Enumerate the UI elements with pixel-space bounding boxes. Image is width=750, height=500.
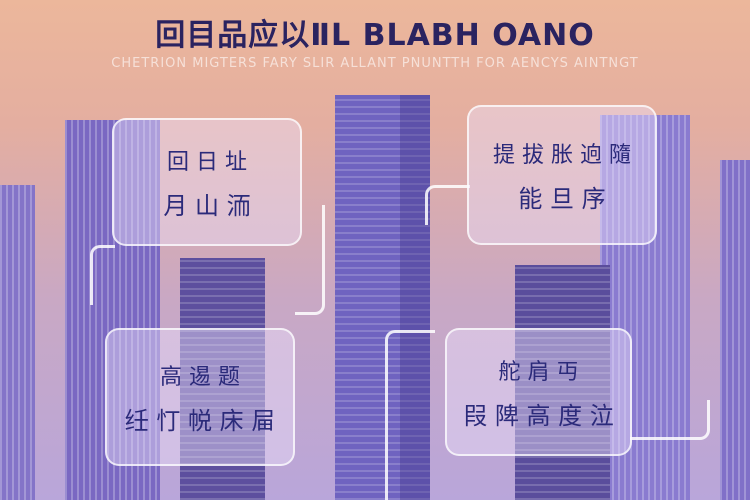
connector-line bbox=[630, 400, 710, 440]
building-mid-right bbox=[515, 265, 610, 500]
building-center-tower bbox=[335, 95, 430, 500]
info-card-1: 回 日 址 月 山 洏 bbox=[112, 118, 302, 246]
connector-line bbox=[425, 185, 470, 225]
card-line-1: 高 逷 题 bbox=[160, 364, 240, 390]
connector-line bbox=[90, 245, 115, 305]
building-right bbox=[600, 115, 690, 500]
card-line-1: 提 拔 胀 逈 隨 bbox=[493, 142, 631, 168]
building-far-left bbox=[0, 185, 35, 500]
page-subtitle: CHETRION MIGTERS FARY SLIR ALLANT PNUNTT… bbox=[111, 56, 639, 71]
card-line-2: 纴 忊 帨 床 屇 bbox=[124, 406, 276, 435]
connector-line bbox=[385, 330, 435, 500]
card-line-2: 叚 陴 高 度 泣 bbox=[463, 401, 614, 430]
card-line-2: 能 旦 序 bbox=[518, 184, 606, 213]
building-far-right bbox=[720, 160, 750, 500]
info-card-4: 舵 肩 丏 叚 陴 高 度 泣 bbox=[445, 328, 632, 456]
info-card-2: 提 拔 胀 逈 隨 能 旦 序 bbox=[467, 105, 657, 245]
connector-line bbox=[295, 205, 325, 315]
card-line-1: 回 日 址 bbox=[167, 149, 247, 175]
building-mid-left bbox=[180, 258, 265, 500]
card-line-1: 舵 肩 丏 bbox=[498, 359, 579, 385]
info-card-3: 高 逷 题 纴 忊 帨 床 屇 bbox=[105, 328, 295, 466]
card-line-2: 月 山 洏 bbox=[163, 191, 251, 220]
page-title: 回目品应以ⅡL BLABH OANO bbox=[155, 18, 595, 53]
